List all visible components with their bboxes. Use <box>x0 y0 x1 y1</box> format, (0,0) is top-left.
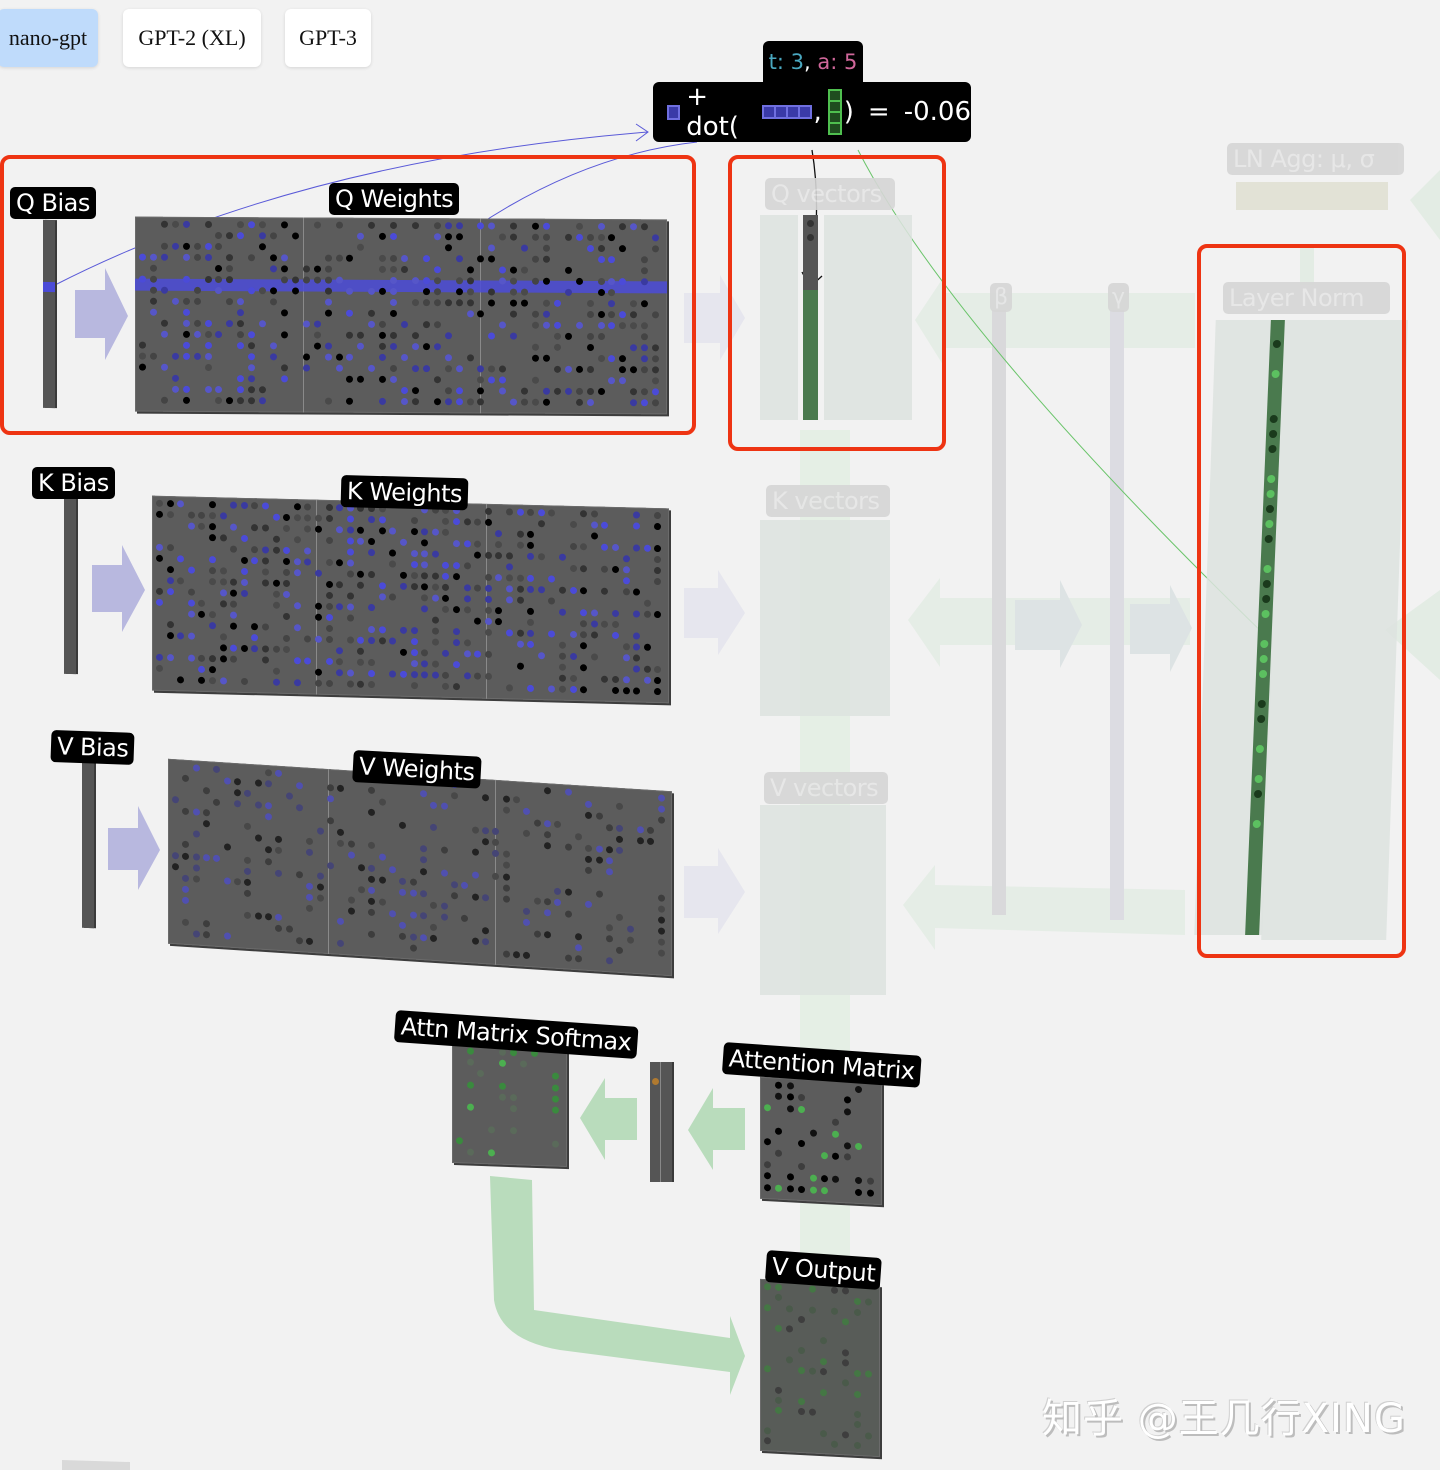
tooltip-a-index: a: 5 <box>817 50 858 74</box>
tooltip-expression: + dot( , ) = -0.06 <box>653 82 971 142</box>
model-option-gpt3[interactable]: GPT-3 <box>285 9 371 67</box>
tooltip-close-paren: ) <box>843 97 854 127</box>
v-output-matrix[interactable] <box>760 1278 880 1458</box>
layer-norm-label: Layer Norm <box>1223 282 1390 314</box>
k-vectors-panel[interactable] <box>760 520 890 716</box>
k-bias-arrow-icon <box>92 545 145 632</box>
watermark: 知乎 @王几行XING <box>1042 1396 1406 1442</box>
k-weights-label: K Weights <box>340 475 469 511</box>
q-vectors-left-panel <box>760 215 798 420</box>
q-vectors-highlight-box <box>728 155 946 451</box>
input-column-vector-icon <box>827 89 842 135</box>
layer-norm-highlight-box <box>1197 244 1406 958</box>
weight-row-vector-icon <box>761 105 812 119</box>
v-vectors-panel[interactable] <box>760 805 886 995</box>
q-bias-arrow-icon <box>75 268 128 360</box>
tooltip-comma: , <box>813 97 822 127</box>
v-vectors-label: V vectors <box>764 772 888 804</box>
q-vectors-right-panel <box>824 215 912 420</box>
tooltip-equals: = <box>867 97 890 127</box>
ln-agg-vector[interactable] <box>1236 182 1388 210</box>
attn-softmax-matrix[interactable] <box>452 1042 567 1168</box>
ln-beta-label: β <box>990 283 1012 312</box>
v-bias-vector[interactable] <box>82 759 94 929</box>
tooltip-index-header: t: 3, a: 5 <box>763 41 863 83</box>
v-bias-arrow-icon <box>108 806 160 890</box>
attention-matrix[interactable] <box>760 1076 882 1206</box>
q-vectors-label: Q vectors <box>765 178 895 210</box>
k-vectors-label: K vectors <box>766 485 890 517</box>
v-weights-matrix[interactable] <box>168 758 672 977</box>
k-weights-matrix[interactable] <box>152 495 669 704</box>
tooltip-result: -0.06 <box>903 97 971 127</box>
v-bias-label: V Bias <box>50 730 135 765</box>
q-bias-label: Q Bias <box>10 187 96 219</box>
v-weights-label: V Weights <box>352 750 482 789</box>
tooltip-plus-dot: + dot( <box>686 82 739 142</box>
tooltip-separator: , <box>804 50 818 74</box>
k-bias-label: K Bias <box>32 467 115 499</box>
model-option-gpt2-xl[interactable]: GPT-2 (XL) <box>123 9 261 67</box>
q-vector-active-column[interactable] <box>803 215 818 420</box>
q-weights-highlight-box <box>0 155 696 435</box>
ln-agg-label: LN Agg: μ, σ <box>1227 143 1404 175</box>
ln-gamma-label: γ <box>1108 283 1129 312</box>
k-bias-vector[interactable] <box>64 497 76 675</box>
model-option-nano-gpt[interactable]: nano-gpt <box>0 9 98 67</box>
q-weights-label: Q Weights <box>329 183 460 215</box>
softmax-aggregate-column[interactable] <box>650 1062 672 1182</box>
tooltip-t-index: t: 3 <box>768 50 804 74</box>
bias-cell-icon <box>667 104 681 120</box>
